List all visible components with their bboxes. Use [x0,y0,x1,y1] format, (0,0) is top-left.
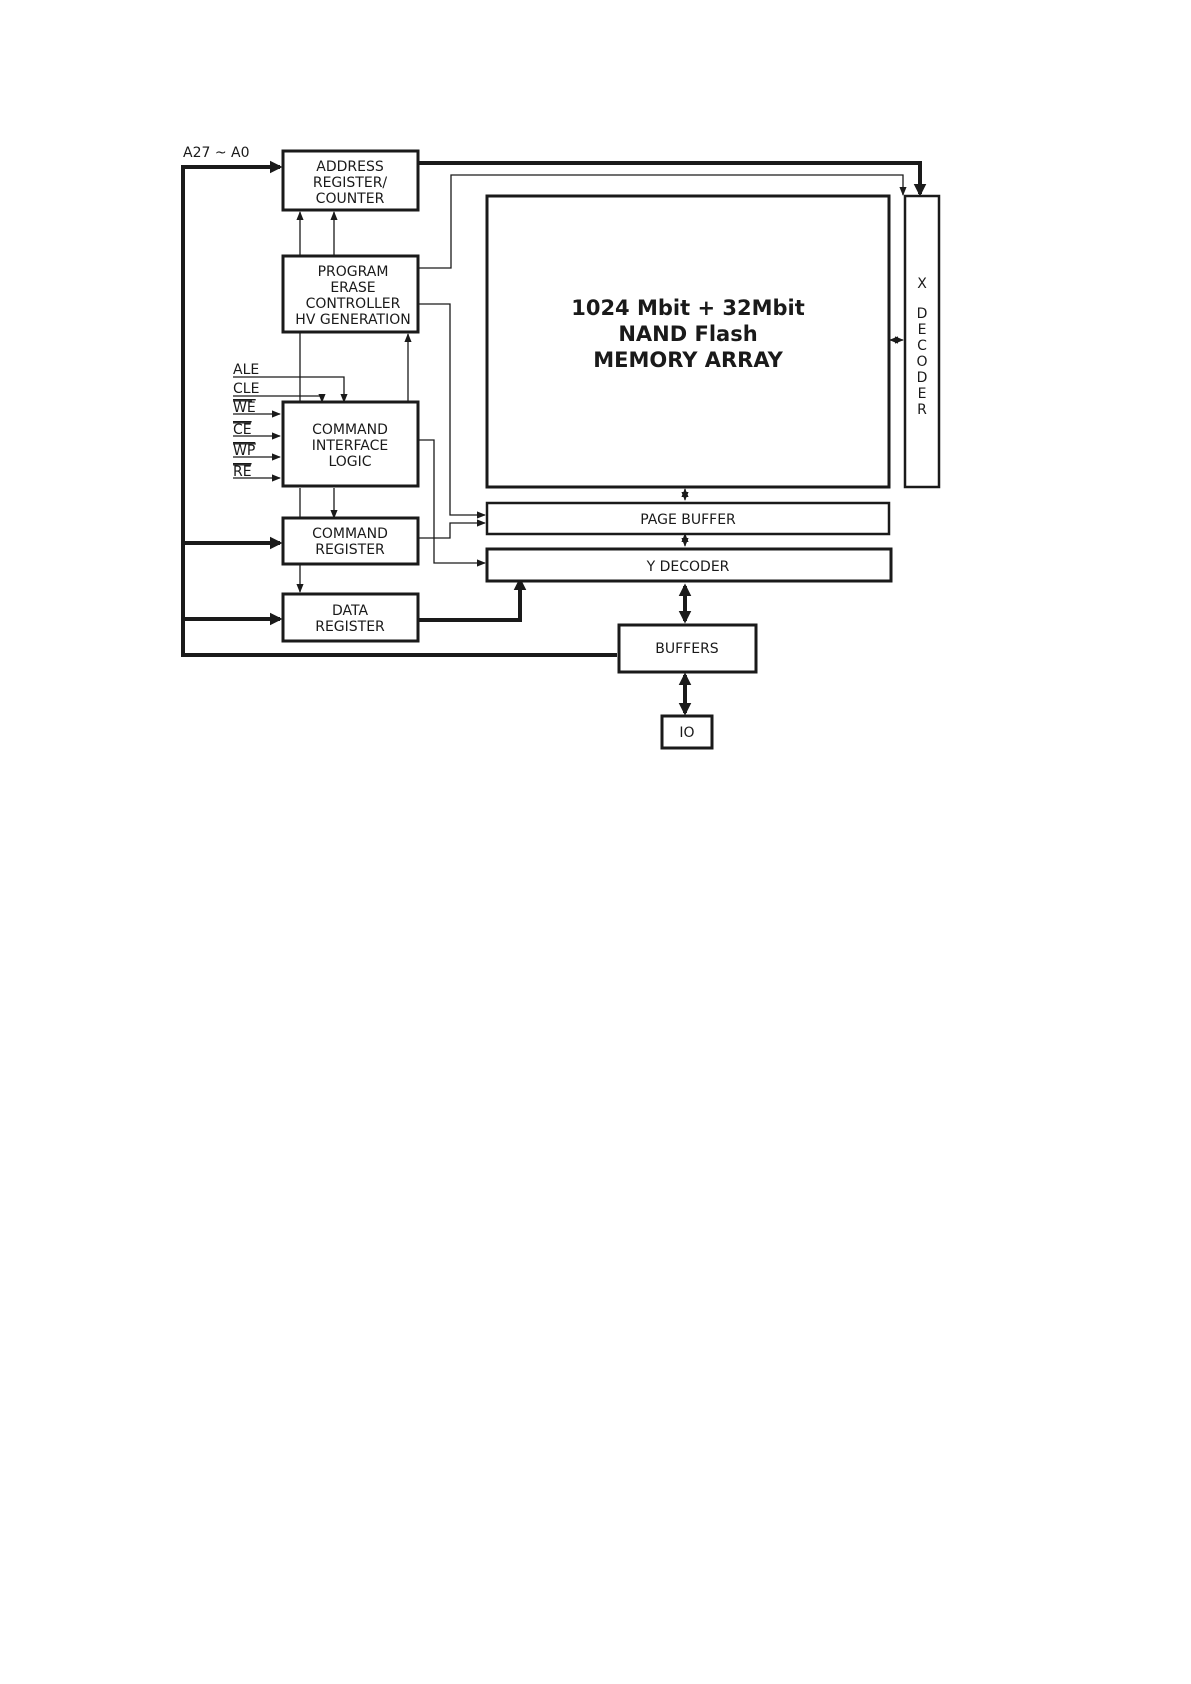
address-register-label-line2: REGISTER/ [313,175,388,191]
data-register-to-y-decoder-bus [418,580,520,620]
command-interface-logic-block: COMMAND INTERFACE LOGIC [283,402,418,486]
y-decoder-label: Y DECODER [646,559,730,575]
buffers-block: BUFFERS [619,625,756,672]
cle-label: CLE [233,381,259,397]
program-erase-label-line2: ERASE [330,280,375,296]
x-decoder-letter-6: E [918,386,927,402]
ale-label: ALE [233,362,259,378]
y-decoder-block: Y DECODER [487,549,891,581]
controller-to-page-buffer-line [418,304,485,515]
re-label: RE [233,464,252,480]
command-interface-label-line2: INTERFACE [312,438,388,454]
command-register-label-line2: REGISTER [315,542,385,558]
command-register-to-page-buffer-line [418,523,485,538]
buffers-label: BUFFERS [655,641,719,657]
we-label: WE [233,400,256,416]
data-register-label-line1: DATA [332,603,368,619]
x-decoder-letter-1: D [917,306,928,322]
command-interface-label-line1: COMMAND [312,422,388,438]
data-register-block: DATA REGISTER [283,594,418,641]
data-register-label-line2: REGISTER [315,619,385,635]
x-decoder-letter-x: X [917,276,927,292]
x-decoder-letter-5: D [917,370,928,386]
memory-array-block: 1024 Mbit + 32Mbit NAND Flash MEMORY ARR… [487,196,889,487]
address-register-label-line3: COUNTER [316,191,385,207]
ce-label: CE [233,422,252,438]
signal-labels: A27 ~ A0 ALE CLE WE CE WP RE [183,145,259,480]
address-register-block: ADDRESS REGISTER/ COUNTER [283,151,418,210]
interface-to-y-decoder-line [418,440,485,563]
command-interface-label-line3: LOGIC [328,454,371,470]
address-to-x-decoder-bus [418,163,920,194]
x-decoder-letter-2: E [918,322,927,338]
memory-array-title-line1: 1024 Mbit + 32Mbit [571,296,805,320]
wp-label: WP [233,443,255,459]
command-register-label-line1: COMMAND [312,526,388,542]
x-decoder-letter-3: C [917,338,927,354]
command-register-block: COMMAND REGISTER [283,518,418,564]
x-decoder-letter-7: R [917,402,927,418]
page-buffer-label: PAGE BUFFER [640,512,736,528]
x-decoder-letter-4: O [916,354,927,370]
io-label: IO [679,725,694,741]
program-erase-label-line3: CONTROLLER [306,296,401,312]
memory-array-title-line2: NAND Flash [618,322,757,346]
program-erase-label-line1: PROGRAM [318,264,389,280]
address-register-label-line1: ADDRESS [316,159,384,175]
program-erase-controller-block: PROGRAM ERASE CONTROLLER HV GENERATION [283,256,418,332]
address-bus-label: A27 ~ A0 [183,145,250,161]
x-decoder-block: X D E C O D E R [905,196,939,487]
memory-array-title-line3: MEMORY ARRAY [593,348,783,372]
page-buffer-block: PAGE BUFFER [487,503,889,534]
program-erase-label-line4: HV GENERATION [295,312,410,328]
io-block: IO [662,716,712,748]
